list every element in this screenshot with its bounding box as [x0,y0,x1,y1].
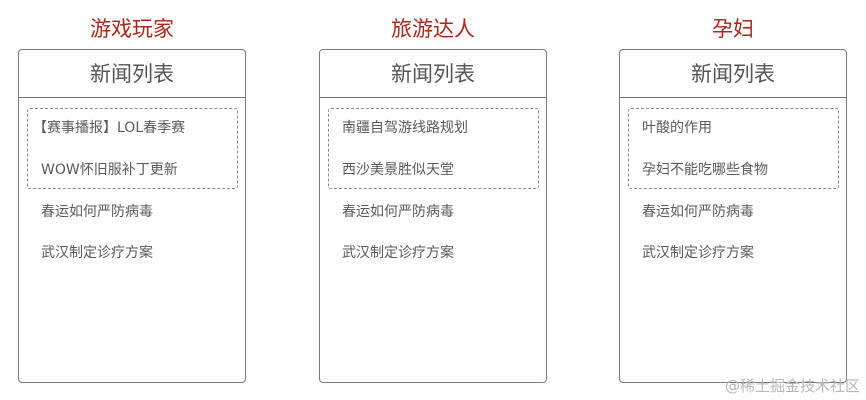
list-item[interactable]: 武汉制定诊疗方案 [41,245,153,261]
list-item[interactable]: 【赛事播报】LOL春季赛 [33,120,186,136]
personalized-group [27,108,238,189]
persona-title: 孕妇 [712,17,754,41]
persona-title: 旅游达人 [391,17,475,41]
list-item[interactable]: 西沙美景胜似天堂 [342,162,454,178]
news-list-panel: 新闻列表 【赛事播报】LOL春季赛 WOW怀旧服补丁更新 春运如何严防病毒 武汉… [18,49,246,383]
list-item[interactable]: 叶酸的作用 [642,120,712,136]
personalized-group [328,108,539,189]
persona-title: 游戏玩家 [90,17,174,41]
list-item[interactable]: 武汉制定诊疗方案 [342,245,454,261]
news-list-panel: 新闻列表 叶酸的作用 孕妇不能吃哪些食物 春运如何严防病毒 武汉制定诊疗方案 [619,49,847,383]
list-item[interactable]: 武汉制定诊疗方案 [642,245,754,261]
panel-title: 新闻列表 [620,50,846,98]
watermark: @稀土掘金技术社区 [724,377,860,395]
list-item[interactable]: WOW怀旧服补丁更新 [41,162,178,178]
list-item[interactable]: 孕妇不能吃哪些食物 [642,162,768,178]
personalized-group [628,108,839,189]
news-list-panel: 新闻列表 南疆自驾游线路规划 西沙美景胜似天堂 春运如何严防病毒 武汉制定诊疗方… [319,49,547,383]
list-item[interactable]: 春运如何严防病毒 [342,204,454,220]
panel-title: 新闻列表 [320,50,546,98]
panel-title: 新闻列表 [19,50,245,98]
list-item[interactable]: 春运如何严防病毒 [41,204,153,220]
list-item[interactable]: 南疆自驾游线路规划 [342,120,468,136]
list-item[interactable]: 春运如何严防病毒 [642,204,754,220]
